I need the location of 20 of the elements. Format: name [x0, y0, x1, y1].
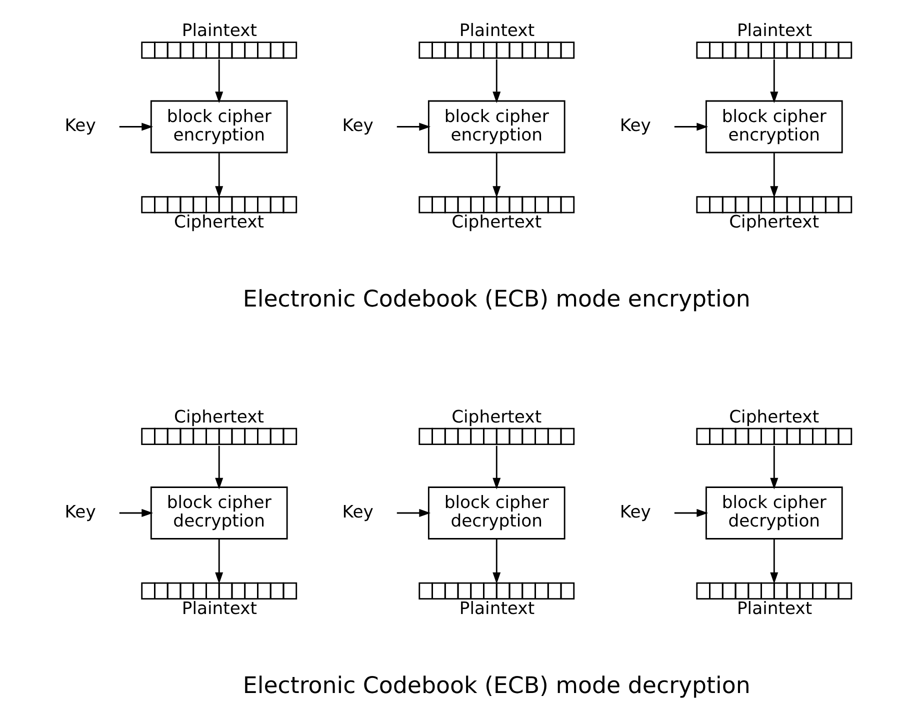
node-label: Plaintext [736, 21, 812, 42]
node-text: Key [620, 116, 651, 136]
node-label: Ciphertext [729, 212, 820, 233]
node-text: Key [64, 116, 96, 136]
node-text: Key [620, 502, 651, 522]
node-text: Key [64, 502, 96, 522]
node-label: Plaintext [736, 598, 812, 619]
label: Electronic Codebook (ECB) mode encryption [242, 286, 750, 313]
node-label: Ciphertext [452, 212, 542, 233]
node-text: Key [342, 502, 374, 522]
node-label: Ciphertext [452, 407, 542, 428]
node-label: Ciphertext [174, 407, 264, 428]
node-label: Ciphertext [729, 407, 820, 428]
label: Electronic Codebook (ECB) mode decryption [242, 672, 750, 699]
node-text: Key [342, 116, 374, 136]
node-label: Ciphertext [174, 212, 264, 233]
node-label: Plaintext [182, 598, 258, 619]
node-label: Plaintext [182, 21, 258, 42]
node-label: Plaintext [459, 598, 535, 619]
node-label: Plaintext [459, 21, 535, 42]
